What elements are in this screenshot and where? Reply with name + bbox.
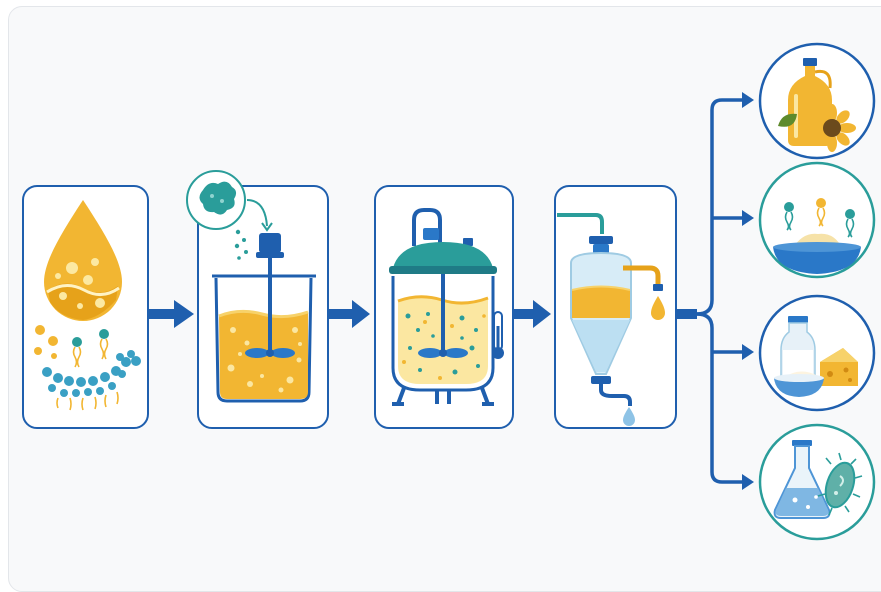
- thermometer-icon: [492, 311, 504, 359]
- separator-funnel-icon: [557, 213, 663, 406]
- stage-separation: [554, 185, 677, 429]
- application-edible-oils: [758, 42, 876, 160]
- arrow-head-icon: [742, 344, 754, 360]
- application-dairy: [758, 294, 876, 412]
- oil-drop-icon: [651, 296, 665, 320]
- application-emulsifiers: [758, 161, 876, 279]
- application-microbial: [758, 423, 876, 541]
- arrow-head-icon: [742, 210, 754, 226]
- arrow-right-icon: [329, 300, 370, 328]
- arrow-right-icon: [514, 300, 551, 328]
- branch-connector: [677, 92, 754, 490]
- cream-bowl-icon: [774, 371, 824, 397]
- sunflower-icon: [808, 104, 856, 152]
- powder-bowl-icon: [773, 233, 861, 274]
- stage-bioreactor: [374, 185, 514, 429]
- leaf-icon: [778, 113, 797, 127]
- enzyme-icon: [186, 170, 273, 260]
- phospholipid-icon: [784, 198, 855, 238]
- arrow-head-icon: [742, 474, 754, 490]
- water-drop-icon: [623, 407, 635, 426]
- cheese-icon: [820, 348, 858, 386]
- jacketed-reactor-icon: [389, 208, 497, 406]
- lipid-molecules-icon: [34, 325, 141, 411]
- oil-droplet-icon: [44, 200, 122, 321]
- arrow-right-icon: [149, 300, 194, 328]
- flow-arrows: [149, 300, 551, 328]
- stirred-beaker-icon: [212, 233, 316, 403]
- flask-icon: [773, 440, 831, 519]
- arrow-head-icon: [742, 92, 754, 108]
- bacterium-icon: [817, 452, 863, 516]
- stage-enzyme-mixing: [186, 170, 329, 429]
- stage-lipid-substrate: [22, 185, 149, 429]
